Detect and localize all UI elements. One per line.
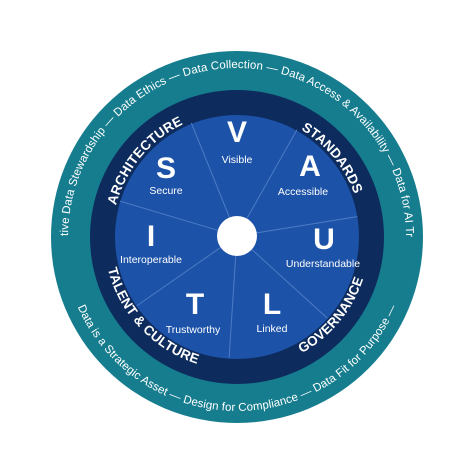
segment-label: Accessible bbox=[278, 186, 328, 198]
segment-linked: L Linked bbox=[257, 288, 288, 335]
segment-letter: V bbox=[227, 116, 247, 149]
segment-divider bbox=[119, 200, 218, 231]
segment-label: Trustworthy bbox=[166, 324, 221, 336]
segment-letter: T bbox=[186, 288, 204, 321]
segment-letter: I bbox=[147, 220, 155, 253]
segment-secure: S Secure bbox=[149, 152, 182, 197]
segment-letter: S bbox=[156, 152, 176, 185]
segment-interoperable: I Interoperable bbox=[120, 220, 182, 266]
segment-letter: U bbox=[313, 223, 335, 256]
segment-label: Linked bbox=[257, 323, 288, 335]
segment-divider bbox=[190, 122, 230, 218]
segment-accessible: A Accessible bbox=[278, 150, 328, 198]
segment-letter: L bbox=[263, 288, 281, 321]
segment-label: Visible bbox=[222, 154, 253, 166]
segment-letter: A bbox=[299, 150, 321, 183]
segment-label: Interoperable bbox=[120, 254, 182, 266]
segment-understandable: U Understandable bbox=[286, 223, 360, 270]
center-hub bbox=[217, 216, 257, 256]
segment-label: Understandable bbox=[286, 258, 360, 270]
segment-divider bbox=[256, 216, 358, 234]
segment-trustworthy: T Trustworthy bbox=[166, 288, 221, 336]
segment-dividers bbox=[119, 122, 358, 358]
segment-divider bbox=[228, 255, 237, 358]
segment-divider bbox=[246, 129, 298, 219]
segment-label: Secure bbox=[149, 185, 182, 197]
segment-divider bbox=[251, 249, 328, 319]
segment-divider bbox=[136, 247, 221, 307]
segment-visible: V Visible bbox=[222, 116, 253, 166]
